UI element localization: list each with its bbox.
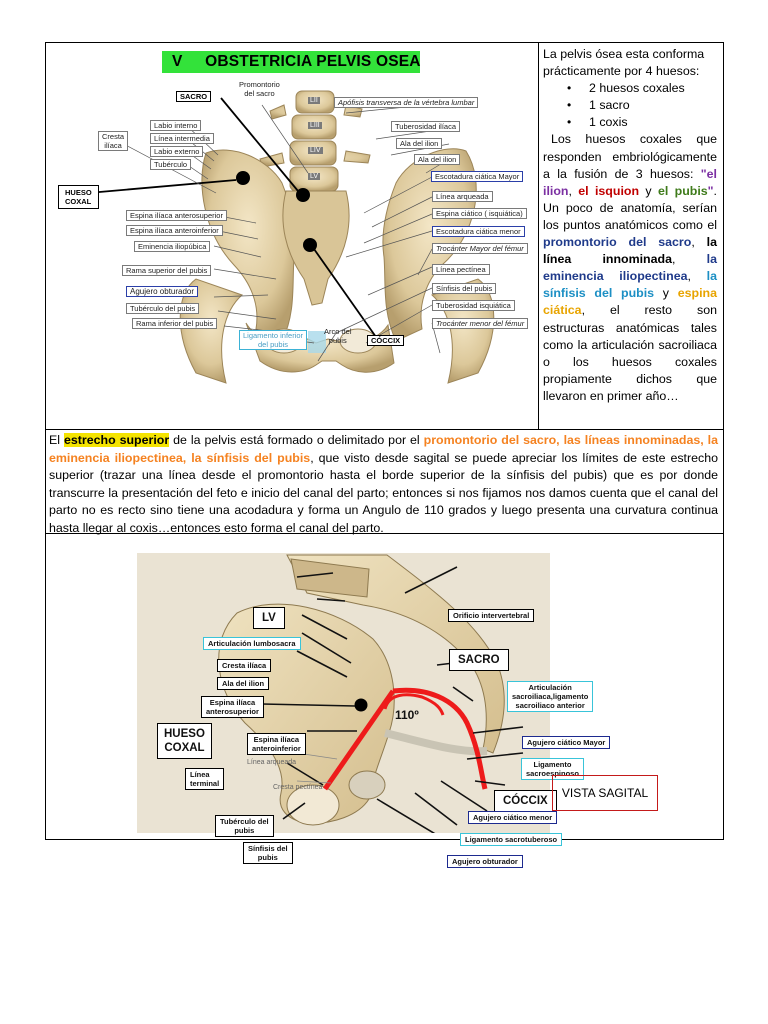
promontorio-term: promontorio del sacro (543, 235, 692, 250)
art-lumbosacra-label: Articulación lumbosacra (203, 637, 301, 650)
limits-highlight: promontorio del sacro, las líneas innomi… (49, 433, 718, 465)
angle-label: 110º (395, 708, 419, 722)
anatomy-paragraph: Los huesos coxales que responden embriol… (543, 132, 717, 403)
pelvis-sagittal-illustration (137, 553, 550, 833)
bones-list: 2 huesos coxales 1 sacro 1 coxis (543, 80, 717, 131)
right-column-text: La pelvis ósea esta conforma prácticamen… (543, 46, 717, 405)
tuberosidad-isquiatica-label: Tuberosidad isquiática (432, 300, 515, 311)
linea-innominada-term: la línea innominada (543, 235, 717, 267)
arco-pubis-label: Arco del pubis (324, 327, 352, 345)
layout-table (45, 42, 724, 840)
ala-ilion-label-1: Ala del ilion (396, 138, 443, 149)
ligamento-inferior-label: Ligamento inferior del pubis (239, 330, 308, 350)
eminencia-term: la eminencia iliopectinea (543, 252, 717, 284)
sinfisis-label: Sínfisis del pubis (243, 842, 293, 864)
vertebra-label-lii: LII (308, 97, 320, 104)
rama-superior-label: Rama superior del pubis (122, 265, 212, 276)
labio-interno-label: Labio interno (150, 120, 202, 131)
estrecho-superior-highlight: estrecho superior (63, 433, 170, 447)
isquion-term: el isquion (578, 183, 640, 198)
vertebra-label-lv: LV (308, 173, 321, 180)
linea-terminal-label: Línea terminal (185, 768, 225, 790)
section-title: V OBSTETRICIA PELVIS OSEA (162, 51, 421, 73)
espina-ciatica-label: Espina ciático ( isquiática) (432, 208, 527, 219)
lumbar-vertebrae (259, 90, 371, 192)
vertebra-label-liii: LIII (308, 122, 322, 129)
sagittal-pelvis-figure: LV Orificio intervertebral Articulación … (137, 553, 611, 868)
hueso-coxal-label: HUESO COXAL (157, 723, 212, 759)
tuberculo-pubis-label: Tubérculo del pubis (126, 303, 200, 314)
espina-antero-inferior-label: Espina ilíaca anteroinferior (126, 225, 223, 236)
estrecho-superior-paragraph: El estrecho superior de la pelvis está f… (49, 433, 718, 535)
sacro-label: SACRO (449, 649, 509, 671)
agujero-obturador-label: Agujero obturador (447, 855, 523, 868)
coxal-marker (236, 171, 250, 185)
vista-sagital-box: VISTA SAGITAL (552, 775, 658, 811)
table-divider-row2 (45, 533, 723, 534)
document-page: V OBSTETRICIA PELVIS OSEA (45, 42, 724, 868)
coccix-label: CÓCCIX (367, 335, 405, 346)
hueso-coxal-label: HUESO COXAL (58, 185, 99, 209)
table-divider-vertical (538, 42, 539, 429)
angle-arc (383, 693, 445, 716)
linea-pectinea-label: Línea pectínea (432, 264, 490, 275)
agujero-menor-label: Agujero ciático menor (468, 811, 558, 824)
trocanter-mayor-label: Trocánter Mayor del fémur (432, 243, 528, 254)
ala-ilion-label-2: Ala del ilion (414, 154, 461, 165)
list-item: 1 coxis (567, 114, 717, 131)
coccyx-marker (303, 238, 317, 252)
ilion-term: el ilion (543, 166, 717, 198)
eminencia-label: Eminencia iliopúbica (134, 241, 211, 252)
cresta-iliaca-label: Cresta ilíaca (98, 131, 129, 151)
pubis-shape (286, 784, 340, 826)
sacro-label: SACRO (176, 91, 212, 102)
obturator-shape (348, 770, 386, 800)
tuberosidad-iliaca-label: Tuberosidad ilíaca (391, 121, 461, 132)
escotadura-mayor-label: Escotadura ciática Mayor (431, 171, 524, 182)
apofisis-label: Apófisis transversa de la vértebra lumba… (334, 97, 479, 108)
sinfisis-label: Sínfisis del pubis (432, 283, 497, 294)
superior-strait-line (322, 689, 396, 791)
sacrum-marker (296, 188, 310, 202)
espina-term: espina ciática (543, 286, 717, 318)
pubis-term: el pubis (657, 183, 708, 198)
linea-arqueada-label: Línea arqueada (432, 191, 493, 202)
coccix-label: CÓCCIX (494, 790, 557, 812)
espina-antinf-label: Espina ilíaca anteroinferior (247, 733, 306, 755)
vertebra-label-liv: LIV (308, 147, 323, 154)
ala-ilion-label: Ala del ilion (217, 677, 270, 690)
escotadura-menor-label: Escotadura ciática menor (432, 226, 525, 237)
promontorio-label: Promontorio del sacro (239, 80, 280, 98)
tuberculo-pubis-label: Tubérculo del pubis (215, 815, 274, 837)
table-divider-row1 (45, 429, 723, 430)
anterior-pelvis-figure: V OBSTETRICIA PELVIS OSEA (46, 43, 537, 429)
art-sacroiliaca-label: Articulación sacroiliaca,ligamento sacro… (507, 681, 594, 712)
right-femur (431, 278, 495, 384)
cresta-pectinea-label: Cresta pectínea (273, 784, 323, 791)
pelvic-curve-line (392, 687, 488, 790)
sinfisis-term: la sínfisis del pubis (543, 269, 717, 301)
linea-intermedia-label: Línea intermedia (150, 133, 214, 144)
orificio-label: Orificio intervertebral (448, 609, 535, 622)
agujero-mayor-label: Agujero ciático Mayor (522, 736, 611, 749)
linea-arqueada-label: Línea arqueada (247, 759, 297, 766)
left-ilium (201, 149, 296, 342)
coxal-bone-shape (218, 603, 395, 824)
rama-inferior-label: Rama inferior del pubis (132, 318, 218, 329)
list-item: 2 huesos coxales (567, 80, 717, 97)
pubic-ligament (308, 331, 326, 353)
intro-text: La pelvis ósea esta conforma prácticamen… (543, 47, 705, 79)
lv-label: LV (253, 607, 285, 629)
list-item: 1 sacro (567, 97, 717, 114)
lig-sacrotuberoso-label: Ligamento sacrotuberoso (460, 833, 563, 846)
coxal-marker (354, 698, 368, 712)
trocanter-menor-label: Trocánter menor del fémur (432, 318, 529, 329)
espina-antero-superior-label: Espina ilíaca anterosuperior (126, 210, 227, 221)
labio-externo-label: Labio externo (150, 146, 204, 157)
agujero-obturador-label: Agujero obturador (126, 286, 199, 297)
cresta-iliaca-label: Cresta ilíaca (217, 659, 272, 672)
tuberculo-label: Tubérculo (150, 159, 192, 170)
espina-antsup-label: Espina ilíaca anterosuperior (201, 696, 264, 718)
